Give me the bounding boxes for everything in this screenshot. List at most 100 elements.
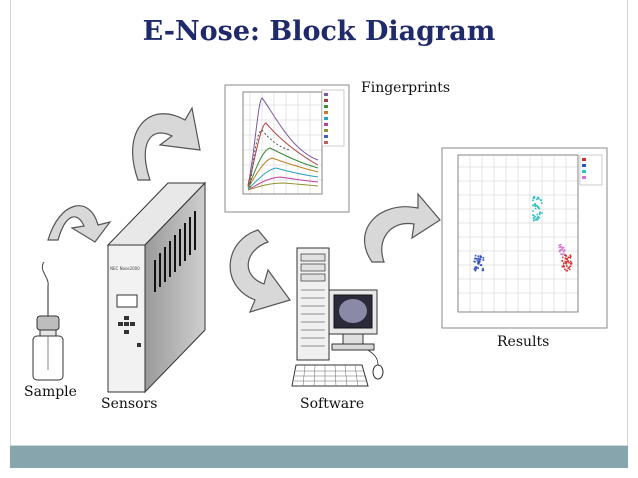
scatter-point: [558, 244, 561, 247]
scatter-point: [567, 260, 569, 262]
scatter-point: [567, 256, 570, 259]
scatter-point: [560, 246, 562, 248]
scatter-point: [559, 249, 562, 251]
scatter-point: [479, 260, 481, 262]
scatter-point: [562, 265, 564, 268]
scatter-point: [477, 255, 480, 257]
footer-bar: [10, 446, 628, 468]
scatter-point: [532, 197, 535, 200]
label-results: Results: [497, 334, 550, 350]
scatter-point: [478, 259, 481, 261]
scatter-point: [475, 257, 478, 260]
scatter-point: [538, 198, 540, 200]
scatter-point: [564, 260, 566, 263]
scatter-point: [569, 260, 572, 263]
scatter-point: [568, 268, 571, 271]
scatter-point: [565, 262, 568, 265]
scatter-point: [532, 214, 534, 216]
scatter-point: [568, 266, 571, 269]
scatter-point: [474, 269, 477, 272]
label-fingerprints: Fingerprints: [361, 80, 451, 96]
scatter-point: [477, 261, 480, 263]
arrow-software-to-results: [364, 192, 441, 263]
scatter-point: [538, 216, 541, 219]
scatter-point: [569, 265, 572, 268]
scatter-point: [561, 260, 563, 262]
scatter-point: [473, 260, 476, 263]
arrow-fingerprints-to-software: [229, 229, 291, 313]
scatter-point: [534, 204, 537, 207]
arrow-sample-to-sensors: [47, 205, 112, 243]
scatter-point: [558, 250, 561, 253]
scatter-point: [477, 267, 479, 269]
scatter-point: [474, 254, 477, 257]
scatter-point: [558, 246, 561, 249]
scatter-point: [477, 261, 479, 264]
scatter-point: [563, 262, 565, 264]
scatter-point: [568, 261, 570, 264]
scatter-point: [566, 265, 568, 267]
sample-vial: [32, 261, 64, 381]
scatter-point: [532, 210, 534, 212]
scatter-point: [479, 258, 482, 261]
slide-frame: [10, 0, 628, 446]
scatter-point: [482, 267, 484, 270]
scatter-point: [533, 196, 536, 198]
scatter-point: [565, 269, 568, 272]
scatter-point: [569, 256, 571, 259]
results-chart: [441, 147, 608, 329]
scatter-point: [562, 246, 565, 249]
scatter-point: [475, 268, 477, 270]
scatter-point: [563, 250, 565, 253]
scatter-point: [536, 213, 539, 216]
scatter-point: [533, 215, 535, 217]
scatter-point: [533, 203, 536, 205]
scatter-point: [541, 212, 543, 214]
scatter-point: [564, 257, 567, 260]
scatter-point: [536, 197, 539, 199]
scatter-point: [536, 205, 538, 207]
scatter-point: [562, 264, 565, 267]
scatter-point: [534, 215, 536, 218]
scatter-point: [482, 257, 485, 259]
label-software: Software: [300, 396, 365, 412]
scatter-point: [480, 264, 483, 266]
scatter-point: [563, 265, 565, 268]
sensor-device: [106, 181, 207, 394]
scatter-point: [477, 257, 480, 260]
scatter-point: [476, 259, 479, 262]
scatter-point: [473, 268, 476, 271]
scatter-point: [564, 268, 566, 271]
scatter-point: [561, 253, 564, 256]
scatter-point: [538, 213, 541, 216]
scatter-point: [563, 253, 565, 255]
label-sample: Sample: [24, 384, 77, 400]
scatter-point: [536, 198, 538, 201]
scatter-point: [561, 246, 564, 249]
software-computer: [291, 247, 384, 387]
scatter-point: [566, 261, 568, 263]
scatter-point: [474, 257, 476, 260]
scatter-point: [538, 208, 541, 210]
scatter-point: [482, 259, 485, 261]
scatter-point: [532, 199, 534, 202]
scatter-point: [563, 249, 566, 251]
slide-title: E-Nose: Block Diagram: [142, 16, 496, 47]
scatter-point: [570, 262, 573, 264]
results-legend: [579, 154, 603, 186]
scatter-point: [534, 207, 537, 210]
scatter-point: [561, 256, 564, 259]
scatter-point: [569, 263, 572, 265]
scatter-point: [559, 243, 562, 246]
scatter-point: [560, 253, 562, 255]
scatter-point: [479, 255, 482, 257]
fingerprints-legend: [321, 89, 345, 147]
scatter-point: [539, 199, 542, 201]
scatter-point: [566, 258, 568, 261]
scatter-point: [535, 218, 537, 220]
scatter-point: [481, 269, 484, 272]
scatter-point: [537, 215, 539, 218]
scatter-point: [567, 267, 569, 269]
scatter-point: [564, 254, 567, 257]
scatter-point: [570, 255, 572, 258]
